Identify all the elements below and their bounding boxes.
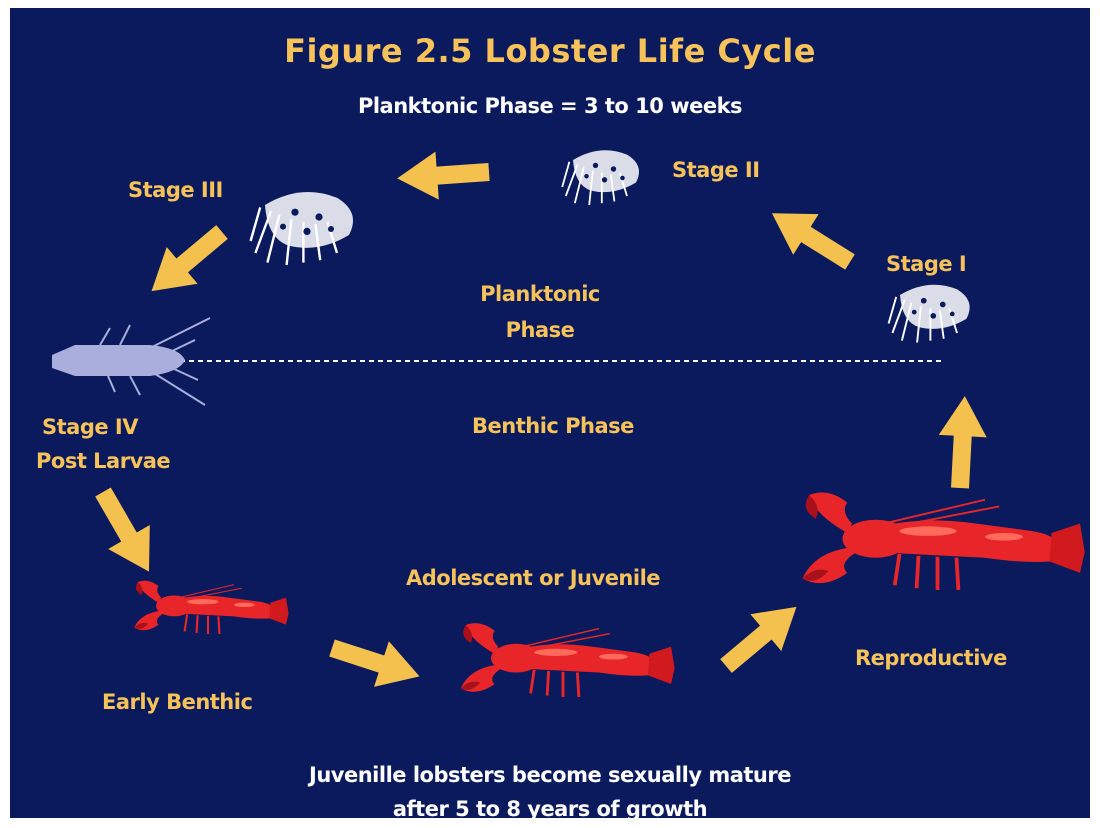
arrow-early-benthic-to-juvenile xyxy=(325,625,427,699)
arrow-reproductive-to-stage1 xyxy=(936,395,989,489)
arrow-stage2-to-stage3 xyxy=(396,148,491,202)
stage-ii-larva-illustration xyxy=(562,150,639,205)
planktonic-duration-subtitle: Planktonic Phase = 3 to 10 weeks xyxy=(0,94,1100,118)
stage-iv-line1: Stage IV xyxy=(36,410,168,444)
stage-iv-postlarva-illustration xyxy=(52,318,210,405)
maturity-note-line1: Juvenille lobsters become sexually matur… xyxy=(0,758,1100,792)
planktonic-phase-line2: Phase xyxy=(480,312,600,348)
reproductive-lobster-illustration xyxy=(803,492,1085,590)
stage-iii-label: Stage III xyxy=(128,178,223,202)
juvenile-lobster-illustration xyxy=(461,623,675,697)
stage-i-larva-illustration xyxy=(889,285,970,343)
arrow-stage4-to-early-benthic xyxy=(82,480,170,584)
stage-iii-larva-illustration xyxy=(251,192,353,265)
arrow-stage3-to-stage4 xyxy=(136,214,237,310)
stage-ii-label: Stage II xyxy=(672,158,760,182)
maturity-note-line2: after 5 to 8 years of growth xyxy=(0,792,1100,826)
figure-title: Figure 2.5 Lobster Life Cycle xyxy=(0,32,1100,70)
early-benthic-label: Early Benthic xyxy=(102,690,252,714)
stage-iv-label: Stage IV Post Larvae xyxy=(36,410,168,478)
reproductive-label: Reproductive xyxy=(855,646,1007,670)
adolescent-juvenile-label: Adolescent or Juvenile xyxy=(406,566,660,590)
benthic-phase-label: Benthic Phase xyxy=(472,414,634,438)
arrow-stage1-to-stage2 xyxy=(759,193,862,282)
early-benthic-lobster-illustration xyxy=(134,581,288,634)
arrow-juvenile-to-reproductive xyxy=(711,588,812,684)
stage-iv-line2: Post Larvae xyxy=(36,444,168,478)
planktonic-phase-line1: Planktonic xyxy=(480,276,600,312)
planktonic-phase-label: Planktonic Phase xyxy=(480,276,600,348)
stage-i-label: Stage I xyxy=(886,252,966,276)
maturity-note: Juvenille lobsters become sexually matur… xyxy=(0,758,1100,826)
